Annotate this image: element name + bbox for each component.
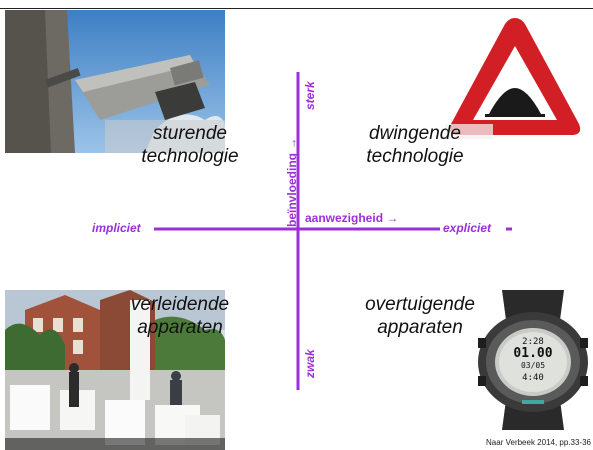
axis-horizontal-title: aanwezigheid → xyxy=(305,211,399,225)
quadrant-top-right-line1: dwingende xyxy=(369,123,461,144)
quadrant-bottom-left-line1: verleidende xyxy=(130,294,230,315)
quadrant-top-left-line2: technologie xyxy=(141,146,239,167)
security-camera-photo xyxy=(5,10,225,153)
axis-right-label: expliciet xyxy=(443,221,492,235)
axis-top-label: sterk xyxy=(303,81,317,110)
axis-vertical-title: beïnvloeding → xyxy=(285,137,299,227)
quadrant-top-left-line1: sturende xyxy=(153,123,227,144)
quadrant-top-left-label: sturende technologie xyxy=(120,122,260,168)
watch-display: 2:28 01.00 03/05 4:40 xyxy=(510,336,556,384)
quadrant-bottom-right-label: overtuigende apparaten xyxy=(350,293,490,339)
quadrant-bottom-left-label: verleidende apparaten xyxy=(110,293,250,339)
watch-line-4: 4:40 xyxy=(522,373,544,383)
quadrant-bottom-right-line1: overtuigende xyxy=(365,294,475,315)
axis-left-label: impliciet xyxy=(92,221,141,235)
public-square-photo xyxy=(5,290,225,450)
axis-bottom-label: zwak xyxy=(303,349,317,378)
quadrant-top-right-label: dwingende technologie xyxy=(345,122,485,168)
speed-bump-warning-sign xyxy=(445,14,585,139)
top-border-line xyxy=(0,8,593,9)
citation-text: Naar Verbeek 2014, pp.33-36 xyxy=(486,438,591,447)
sport-watch-photo: 2:28 01.00 03/05 4:40 xyxy=(472,290,592,430)
quadrant-top-right-line2: technologie xyxy=(366,146,464,167)
watch-line-2: 01.00 xyxy=(513,346,553,361)
quadrant-bottom-right-line2: apparaten xyxy=(377,317,463,338)
watch-line-3: 03/05 xyxy=(520,361,546,370)
watch-line-1: 2:28 xyxy=(522,337,544,347)
quadrant-bottom-left-line2: apparaten xyxy=(137,317,223,338)
